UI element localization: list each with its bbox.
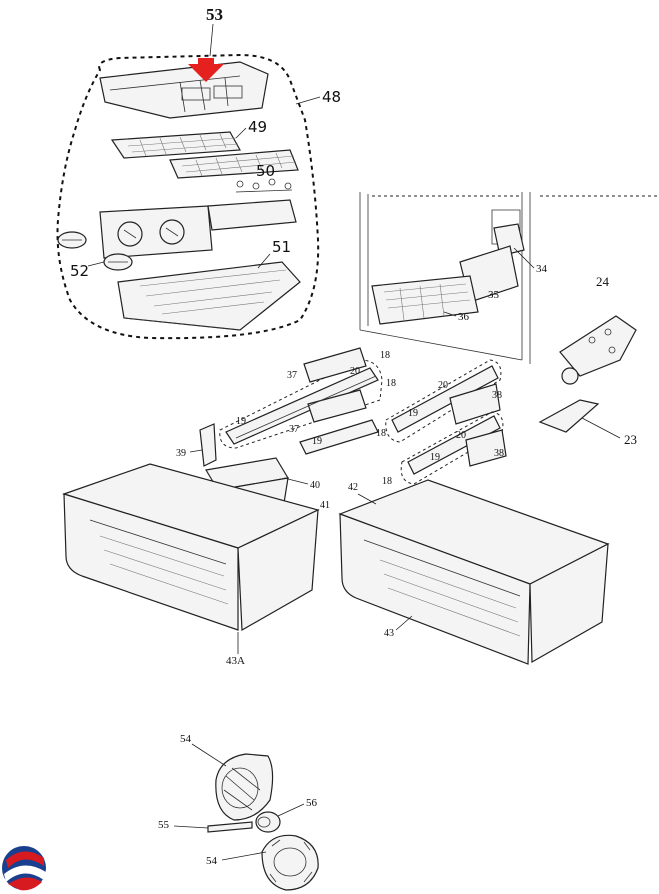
callout-49: 49	[248, 118, 267, 136]
part-23-hinge-cover	[538, 399, 600, 433]
freezer-assembly-group: 53 48 49 50 51 52	[56, 5, 341, 340]
callout-23: 23	[624, 432, 637, 447]
rail-outline-left	[219, 359, 383, 449]
callout-38-a: 38	[492, 390, 502, 401]
part-54-housing-lower	[261, 834, 319, 891]
callout-38-b: 38	[494, 448, 504, 459]
callout-53: 53	[206, 5, 223, 24]
callout-19-c: 19	[408, 408, 418, 419]
part-52-dial-frame	[57, 199, 297, 271]
part-54-housing-upper	[215, 753, 274, 821]
part-34-bracket	[493, 223, 525, 257]
callout-54-lower: 54	[206, 855, 218, 867]
brand-logo-icon	[2, 846, 46, 891]
part-39-clip	[199, 423, 217, 467]
callout-20-c: 20	[456, 430, 466, 441]
callout-50: 50	[256, 162, 275, 180]
callout-20-a: 20	[350, 366, 360, 377]
callout-19-d: 19	[430, 452, 440, 463]
callout-19-a: 19	[236, 416, 246, 427]
callout-18-c: 18	[376, 428, 386, 439]
callout-54-upper: 54	[180, 733, 192, 745]
rails-group: 18 37 20 18 20 37 19 19 18 19 38 20 19 3…	[176, 347, 507, 487]
callout-18-a: 18	[380, 350, 390, 361]
callout-43a: 43A	[226, 655, 245, 667]
callout-20-b: 20	[438, 380, 448, 391]
part-36-basket	[371, 275, 479, 325]
callout-35: 35	[488, 289, 500, 301]
callout-34: 34	[536, 263, 548, 275]
part-56-plug	[255, 811, 281, 833]
callout-42: 42	[348, 482, 358, 493]
callout-40: 40	[310, 480, 320, 491]
callout-43: 43	[384, 628, 394, 639]
cabinet-interior-group: 34 24 35 36 23	[359, 192, 658, 447]
part-48-dispenser-cover	[99, 61, 269, 119]
part-24-hinge	[559, 315, 637, 385]
part-49-ice-trays	[110, 131, 299, 179]
callout-37-b: 37	[289, 424, 299, 435]
callout-36: 36	[458, 311, 470, 323]
callout-55: 55	[158, 819, 170, 831]
part-43a-left-drawer	[62, 463, 320, 632]
callout-19-b: 19	[312, 436, 322, 447]
part-51-tray	[117, 261, 301, 331]
callout-48: 48	[322, 88, 341, 106]
callout-51: 51	[272, 238, 291, 256]
callout-18-d: 18	[382, 476, 392, 487]
callout-52: 52	[70, 262, 89, 280]
callout-18-b: 18	[386, 378, 396, 389]
callout-56: 56	[306, 797, 318, 809]
callout-37-a: 37	[287, 370, 297, 381]
red-down-arrow-icon	[188, 58, 224, 82]
filter-assembly-group: 54 56 55 54	[158, 733, 319, 891]
part-43-right-drawer	[338, 479, 610, 665]
part-55-pin	[207, 821, 253, 833]
callout-39: 39	[176, 448, 186, 459]
rail-outline-right	[385, 359, 502, 443]
callout-41: 41	[320, 500, 330, 511]
group-outline-48	[56, 53, 320, 340]
part-50-springs	[235, 178, 293, 193]
callout-24: 24	[596, 274, 610, 289]
crisper-drawers-group: 40 41 42 43A 43	[62, 457, 610, 667]
